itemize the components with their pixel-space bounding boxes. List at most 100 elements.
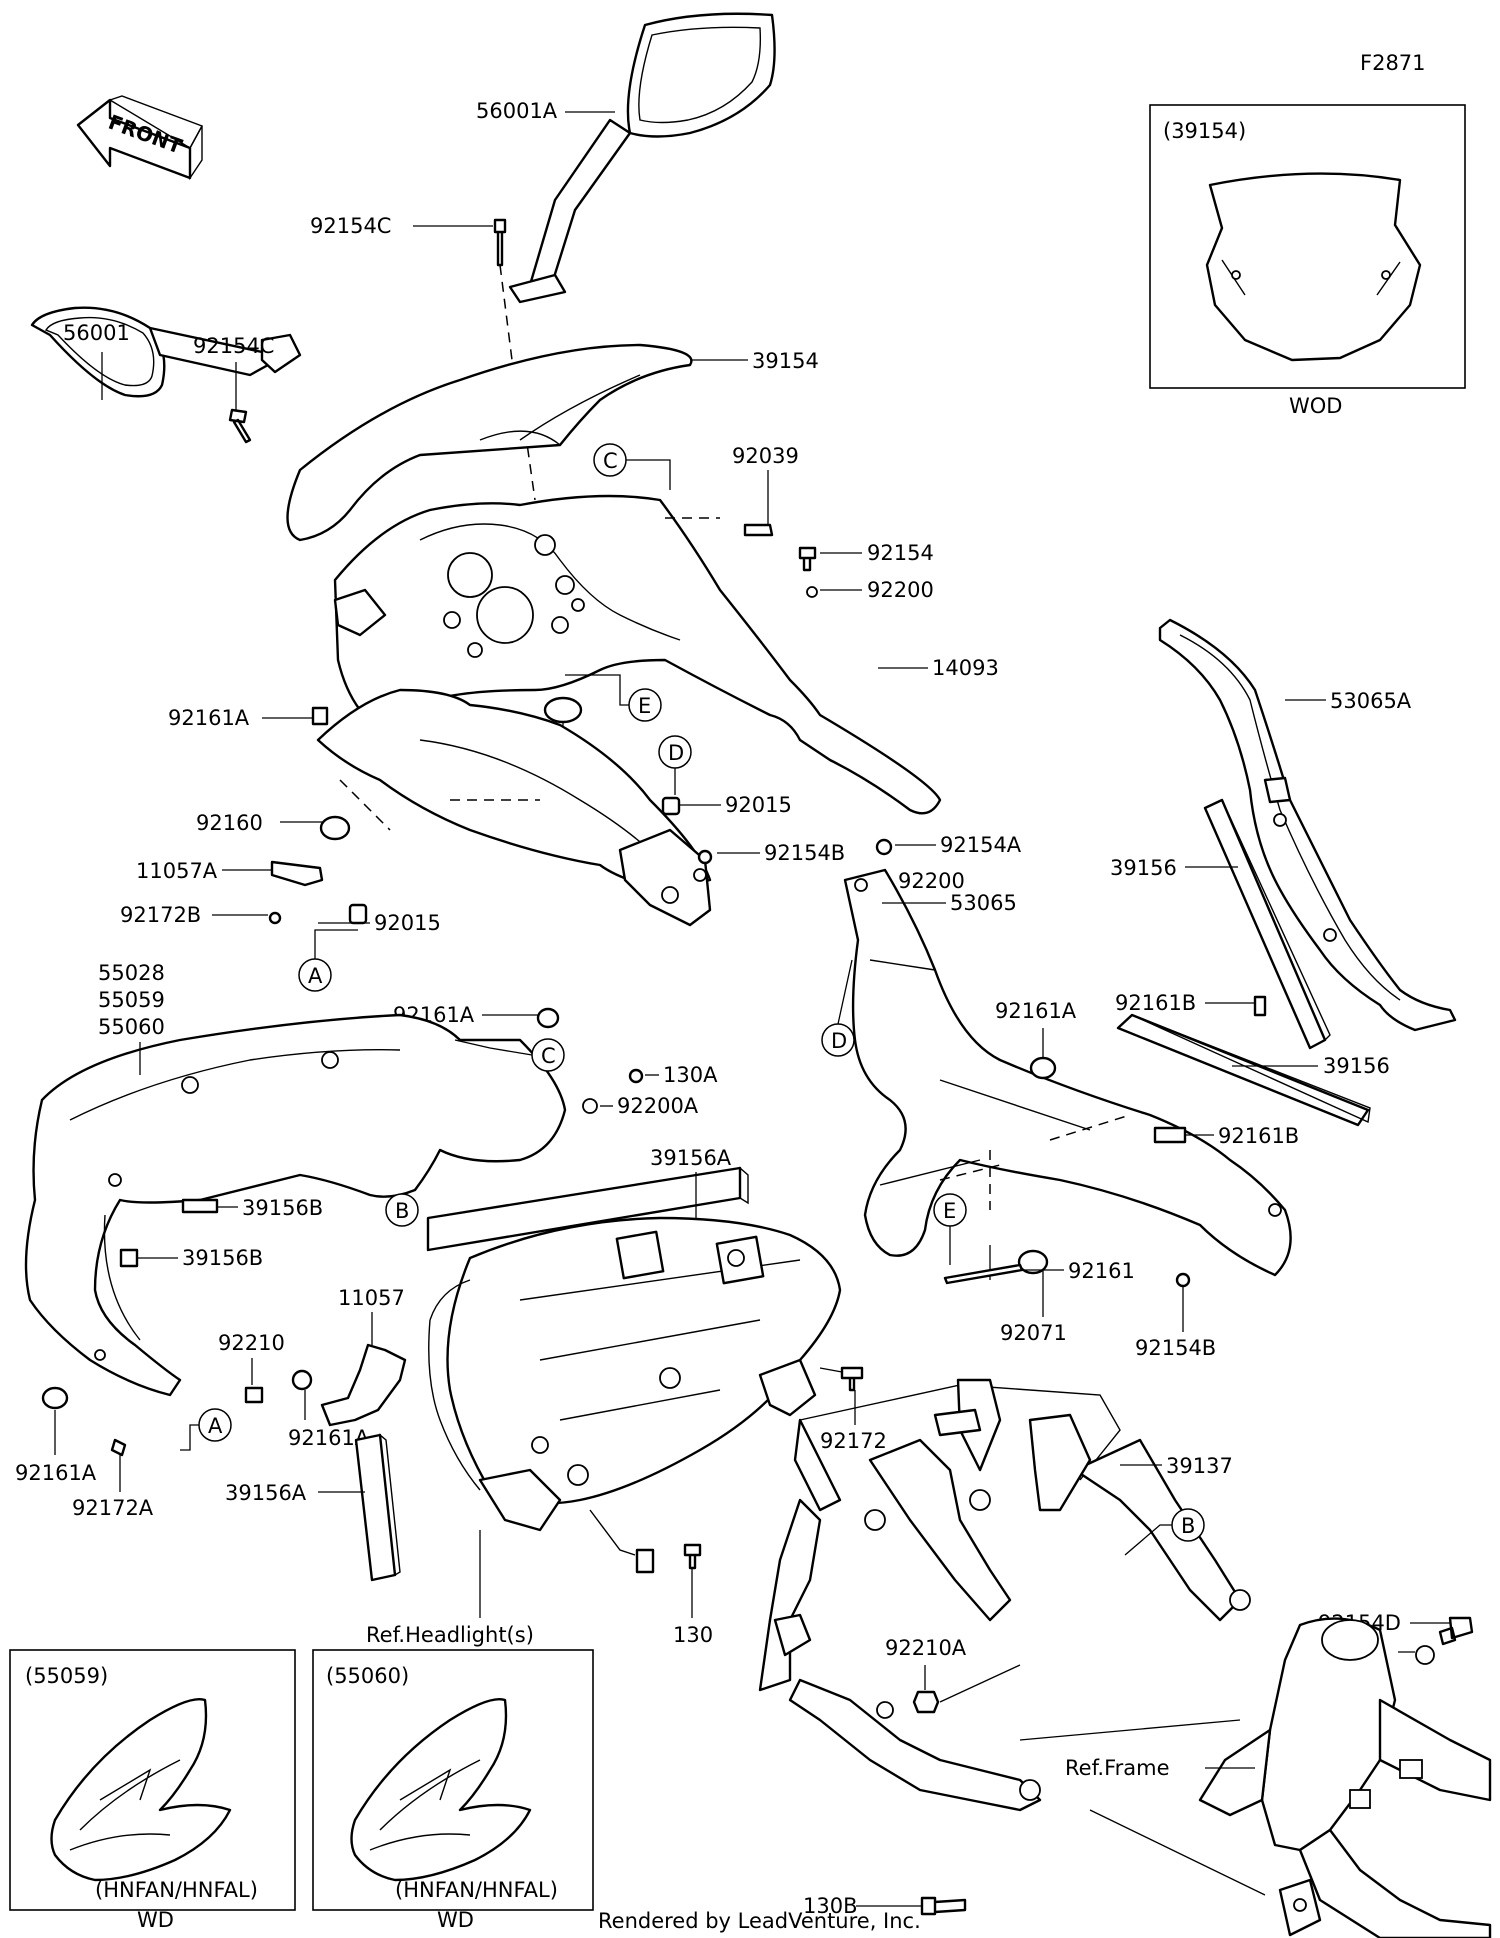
strip-39156-upper [1203, 798, 1331, 1050]
inset-55059-part: (55059) [25, 1664, 108, 1688]
mirror-56001a [508, 12, 776, 304]
inset-39154-caption: WOD [1289, 394, 1342, 418]
screw-92172b-icon [268, 911, 282, 925]
callout-39156B-2: 39156B [182, 1246, 263, 1270]
side-cowl-55028 [24, 1013, 567, 1397]
callout-92210A: 92210A [885, 1636, 967, 1660]
windscreen-39154 [286, 343, 693, 542]
inset-55060-part: (55060) [326, 1664, 409, 1688]
callout-ref-frame: Ref.Frame [1065, 1756, 1170, 1780]
tape-92161b-2-icon [1153, 1126, 1187, 1144]
callout-92161A-3: 92161A [995, 999, 1077, 1023]
front-arrow-icon: FRONT [76, 95, 204, 181]
bracket-11057a-icon [270, 860, 324, 887]
strip-39156a-upper [426, 1166, 749, 1252]
callout-39137: 39137 [1166, 1454, 1233, 1478]
screw-92172-icon [840, 1366, 864, 1392]
screw-92172a-icon [110, 1438, 127, 1457]
lower-cowl-bracket [316, 688, 712, 927]
strip-39156a-lower [354, 1433, 401, 1582]
callout-92154C-top: 92154C [310, 214, 391, 238]
tape-39156b-1-icon [181, 1198, 219, 1214]
tape-39156b-2-icon [119, 1248, 139, 1268]
callout-55060: 55060 [98, 1015, 165, 1039]
callout-11057: 11057 [338, 1286, 405, 1310]
callout-53065A: 53065A [1330, 689, 1412, 713]
letter-d-lower: D [821, 1023, 855, 1057]
callout-92172B: 92172B [120, 903, 201, 927]
callout-92154A: 92154A [940, 833, 1022, 857]
callout-55028: 55028 [98, 961, 165, 985]
nut-92210a-icon [912, 1690, 940, 1714]
callout-92200: 92200 [867, 578, 934, 602]
callout-92172A: 92172A [72, 1496, 154, 1520]
svg-text:D: D [831, 1029, 847, 1053]
pin-92039-icon [743, 523, 774, 537]
screw-92154a-icon [875, 838, 893, 856]
letter-a-upper: A [298, 958, 332, 992]
letter-e-lower: E [933, 1193, 967, 1227]
strap-92161-icon [943, 1263, 1024, 1285]
svg-text:C: C [603, 449, 618, 473]
callout-92154: 92154 [867, 541, 934, 565]
callout-92172: 92172 [820, 1429, 887, 1453]
callout-ref-headlight: Ref.Headlight(s) [366, 1623, 534, 1647]
callout-39156A-2: 39156A [225, 1481, 307, 1505]
callout-39156A-1: 39156A [650, 1146, 732, 1170]
strip-39156-right [1116, 1013, 1371, 1127]
stay-39137 [758, 1378, 1251, 1812]
callout-39156-1: 39156 [1110, 856, 1177, 880]
side-panel-53065 [843, 868, 1292, 1277]
inset-55060-code: (HNFAN/HNFAL) [395, 1878, 558, 1902]
bolt-130b-icon [920, 1896, 967, 1916]
grommet-92161a-2-icon [536, 1007, 560, 1029]
bolt-92154-icon [798, 546, 817, 572]
callout-39156-2: 39156 [1323, 1054, 1390, 1078]
svg-text:A: A [308, 964, 323, 988]
callout-92154B-2: 92154B [1135, 1336, 1216, 1360]
callout-92200A: 92200A [617, 1094, 699, 1118]
svg-text:D: D [668, 741, 684, 765]
diagram-id: F2871 [1360, 51, 1426, 75]
callout-56001A: 56001A [476, 99, 558, 123]
callout-92161: 92161 [1068, 1259, 1135, 1283]
letter-b-lower: B [1171, 1508, 1205, 1542]
screw-92154b-1-icon [697, 849, 713, 865]
footer-credit: Rendered by LeadVenture, Inc. [598, 1909, 921, 1933]
callout-55059: 55059 [98, 988, 165, 1012]
callout-11057A: 11057A [136, 859, 218, 883]
inset-55060-wd: (55060) (HNFAN/HNFAL) WD [312, 1649, 594, 1932]
letter-b-upper: B [385, 1193, 419, 1227]
headlight-assembly [428, 1216, 842, 1574]
callout-39156B-1: 39156B [242, 1196, 323, 1220]
callout-92161A-1: 92161A [168, 706, 250, 730]
inset-55059-wd: (55059) (HNFAN/HNFAL) WD [9, 1649, 296, 1932]
grommet-14092-icon [543, 696, 583, 724]
mirror-56001 [30, 306, 302, 398]
frame-ref [1198, 1617, 1492, 1938]
callout-92161A-5: 92161A [15, 1461, 97, 1485]
grommet-92161a-1-icon [311, 706, 329, 726]
inset-55060-caption: WD [437, 1908, 474, 1932]
nut-92210-icon [244, 1386, 264, 1404]
bolt-92154c-left-icon [228, 408, 252, 444]
grommet-92161a-3-icon [1029, 1056, 1057, 1080]
inset-39154-wod: (39154) WOD [1149, 104, 1466, 418]
windscreen-inset-shape [1205, 172, 1422, 362]
letter-e-upper: E [628, 688, 662, 722]
callout-53065: 53065 [950, 891, 1017, 915]
washer-92200a-icon [582, 1098, 598, 1114]
callout-92160: 92160 [196, 811, 263, 835]
callout-92071: 92071 [1000, 1321, 1067, 1345]
callout-130B: 130B [803, 1894, 858, 1918]
letter-c-lower: C [531, 1038, 565, 1072]
callout-92161B-2: 92161B [1218, 1124, 1299, 1148]
svg-text:E: E [638, 694, 651, 718]
svg-text:E: E [943, 1199, 956, 1223]
svg-text:A: A [208, 1414, 223, 1438]
inset-55059-code: (HNFAN/HNFAL) [95, 1878, 258, 1902]
grommet-92160-icon [319, 815, 351, 841]
callout-92210: 92210 [218, 1331, 285, 1355]
callout-92015-1: 92015 [725, 793, 792, 817]
